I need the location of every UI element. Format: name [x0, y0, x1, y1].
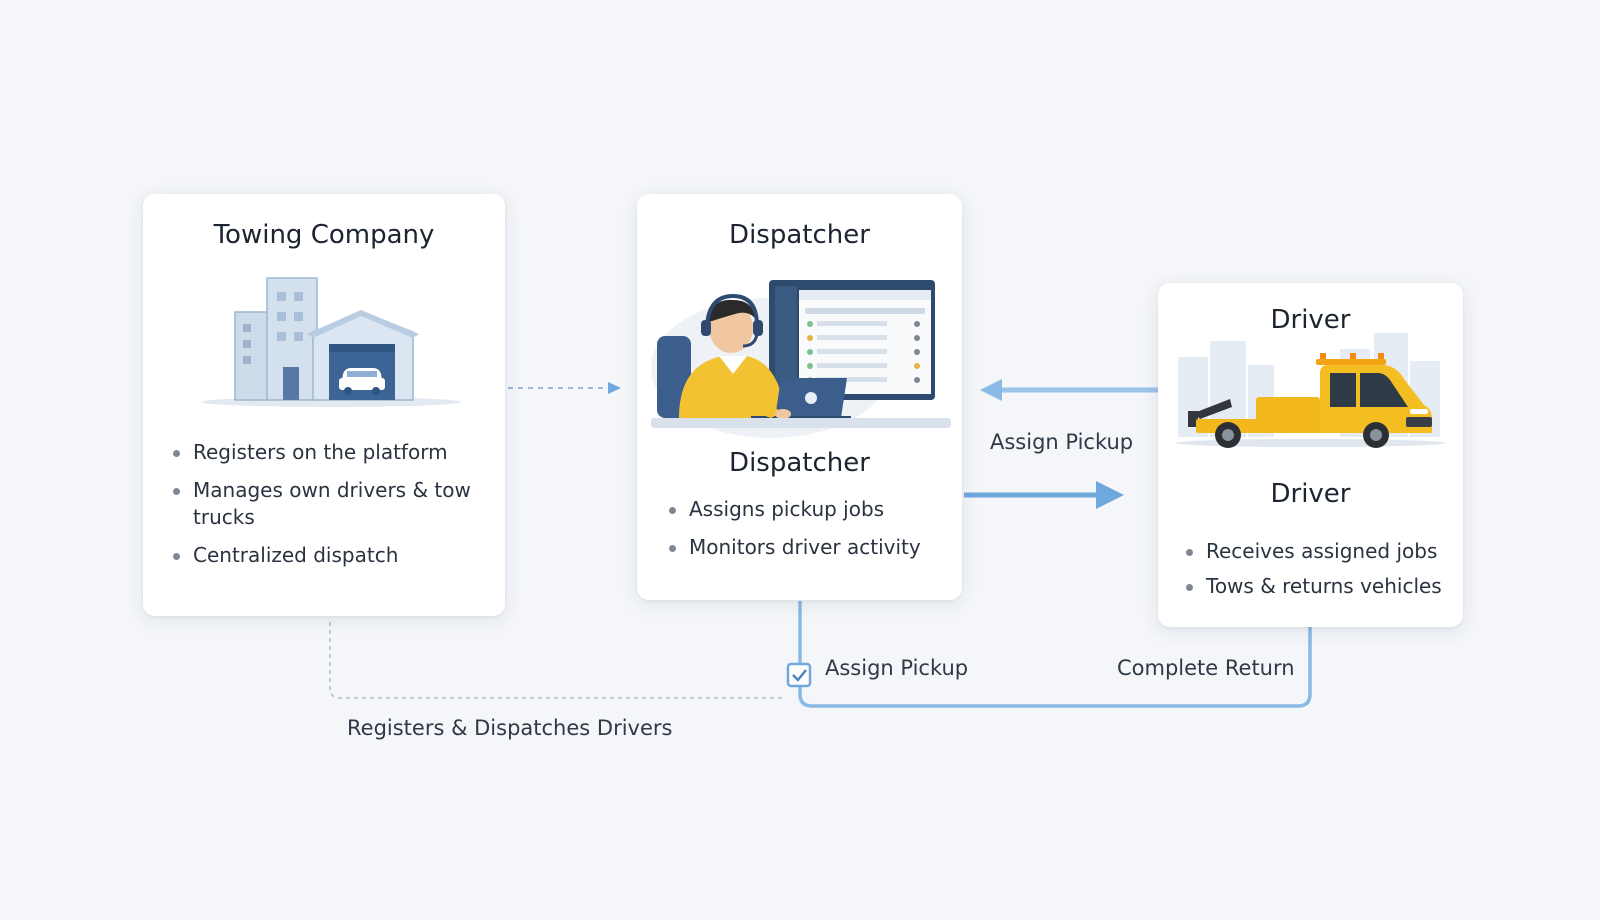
list-item: Manages own drivers & tow trucks — [171, 477, 491, 531]
bullet-text: Assigns pickup jobs — [689, 497, 885, 521]
towing-company-card: Towing Company — [143, 194, 505, 616]
bullet-text: Registers on the platform — [193, 440, 448, 464]
towing-company-bullets: Registers on the platform Manages own dr… — [171, 439, 491, 580]
assign-pickup-bottom-label: Assign Pickup — [825, 656, 969, 680]
bullet-dot-icon — [669, 507, 676, 514]
bullet-dot-icon — [173, 553, 180, 560]
building-garage-icon — [201, 277, 461, 407]
driver-subtitle: Driver — [1270, 479, 1351, 509]
bullet-dot-icon — [1186, 549, 1193, 556]
tow-truck-icon — [1175, 333, 1445, 448]
registers-dispatches-label: Registers & Dispatches Drivers — [347, 716, 673, 740]
assign-pickup-top-label: Assign Pickup — [990, 430, 1134, 454]
bullet-text: Tows & returns vehicles — [1206, 574, 1442, 598]
list-item: Tows & returns vehicles — [1184, 573, 1459, 600]
bullet-text: Centralized dispatch — [193, 543, 399, 567]
check-mark-icon — [792, 669, 807, 682]
driver-card: Driver — [1158, 283, 1463, 627]
driver-title: Driver — [1270, 305, 1351, 335]
driver-to-dispatcher-arrowhead — [980, 379, 1002, 401]
dispatcher-bullets: Assigns pickup jobs Monitors driver acti… — [667, 496, 957, 572]
list-item: Monitors driver activity — [667, 534, 957, 561]
dispatcher-headset-icon — [651, 280, 951, 438]
list-item: Assigns pickup jobs — [667, 496, 957, 523]
return-loop-connector — [798, 601, 1312, 708]
list-item: Receives assigned jobs — [1184, 538, 1459, 565]
dispatcher-subtitle: Dispatcher — [729, 448, 870, 478]
dispatcher-to-driver-arrowhead — [1096, 481, 1124, 509]
dispatcher-title: Dispatcher — [729, 220, 870, 250]
complete-return-label: Complete Return — [1117, 656, 1295, 680]
driver-bullets: Receives assigned jobs Tows & returns ve… — [1184, 538, 1459, 611]
bullet-text: Monitors driver activity — [689, 535, 921, 559]
dispatcher-card: Dispatcher — [637, 194, 962, 600]
bullet-dot-icon — [173, 450, 180, 457]
list-item: Registers on the platform — [171, 439, 491, 466]
registers-dispatches-connector — [329, 622, 784, 699]
towing-to-dispatcher-arrowhead — [608, 382, 621, 394]
bullet-dot-icon — [173, 488, 180, 495]
list-item: Centralized dispatch — [171, 542, 491, 569]
bullet-dot-icon — [1186, 584, 1193, 591]
checkbox-icon — [786, 662, 812, 688]
bullet-text: Manages own drivers & tow trucks — [193, 478, 471, 529]
towing-company-title: Towing Company — [213, 220, 435, 250]
bullet-text: Receives assigned jobs — [1206, 539, 1438, 563]
bullet-dot-icon — [669, 545, 676, 552]
